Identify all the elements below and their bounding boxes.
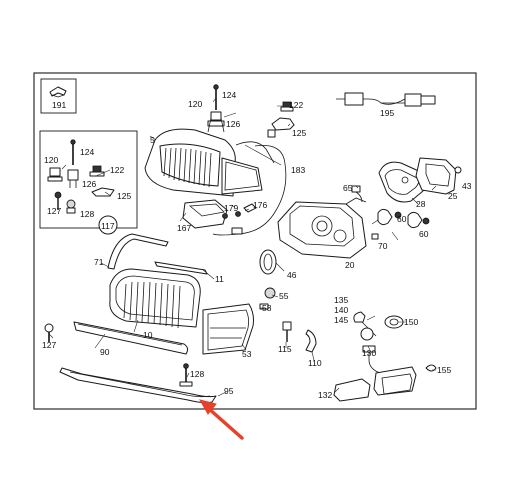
label-90: 90: [100, 347, 110, 357]
label-191: 191: [52, 100, 66, 110]
label-140: 140: [334, 305, 348, 315]
label-58: 58: [262, 303, 272, 313]
label-176: 176: [253, 200, 267, 210]
label-55: 55: [279, 291, 289, 301]
label-25: 25: [448, 191, 458, 201]
label-43: 43: [462, 181, 472, 191]
label-155: 155: [437, 365, 451, 375]
screw-icon: [207, 84, 295, 133]
label-110: 110: [308, 358, 322, 368]
label-10: 10: [143, 330, 153, 340]
label-127-inset: 127: [47, 206, 61, 216]
label-122-inset: 122: [110, 165, 124, 175]
part-53-lamp: [202, 303, 254, 355]
label-128: 128: [190, 369, 204, 379]
label-124: 124: [222, 90, 236, 100]
label-128-inset: 128: [80, 209, 94, 219]
label-145: 145: [334, 315, 348, 325]
label-183: 183: [291, 165, 305, 175]
label-126: 126: [226, 119, 240, 129]
part-130-socket: [353, 311, 404, 375]
label-135: 135: [334, 295, 348, 305]
part-95-strip: [59, 367, 217, 404]
label-60b: 60: [419, 229, 429, 239]
label-60: 60: [397, 214, 407, 224]
label-20: 20: [345, 260, 355, 270]
label-71: 71: [94, 257, 104, 267]
label-53: 53: [242, 349, 252, 359]
label-95: 95: [224, 386, 234, 396]
part-195-harness: [336, 92, 436, 107]
label-65: 65: [343, 183, 353, 193]
bulb-icon: [371, 208, 430, 240]
part-labels: 191 124 120 126 122 125 195 5 183 124 12…: [42, 90, 472, 400]
part-132-covers: [333, 366, 417, 402]
label-130: 130: [362, 348, 376, 358]
label-127: 127: [42, 340, 56, 350]
label-120: 120: [188, 99, 202, 109]
part-20-housing: [277, 197, 367, 259]
part-191-clip: [40, 78, 77, 114]
label-11: 11: [215, 274, 224, 284]
part-71-trim: [107, 233, 169, 270]
label-125: 125: [292, 128, 306, 138]
screw-icon: [44, 323, 54, 342]
label-167: 167: [177, 223, 191, 233]
label-195: 195: [380, 108, 394, 118]
label-150: 150: [404, 317, 418, 327]
part-183-cable: [212, 129, 287, 236]
label-124-inset: 124: [80, 147, 94, 157]
label-132: 132: [318, 390, 332, 400]
label-120-inset: 120: [44, 155, 58, 165]
label-117: 117: [101, 221, 115, 231]
label-125-inset: 125: [117, 191, 131, 201]
part-46-socket: [259, 249, 277, 310]
screw-icon: [179, 363, 193, 387]
part-10-lens: [109, 268, 201, 329]
label-5: 5: [150, 135, 155, 145]
clip-icon: [282, 321, 317, 353]
arrow-icon: [198, 399, 244, 440]
leader-lines: [48, 97, 437, 397]
label-46: 46: [287, 270, 297, 280]
part-5-headlamp: [144, 128, 275, 197]
label-122: 122: [289, 100, 303, 110]
inset-box-117: [39, 130, 138, 229]
part-11-frame: [154, 261, 208, 275]
label-28: 28: [416, 199, 426, 209]
label-179: 179: [224, 203, 238, 213]
part-167-module: [182, 199, 257, 235]
part-25-gasket: [415, 157, 462, 195]
label-115: 115: [278, 344, 292, 354]
label-70: 70: [378, 241, 388, 251]
label-126-inset: 126: [82, 179, 96, 189]
diagram-frame: [33, 72, 477, 410]
inset-parts: [47, 139, 118, 235]
part-90-strip: [73, 321, 189, 355]
bulb-icon: [425, 364, 437, 372]
